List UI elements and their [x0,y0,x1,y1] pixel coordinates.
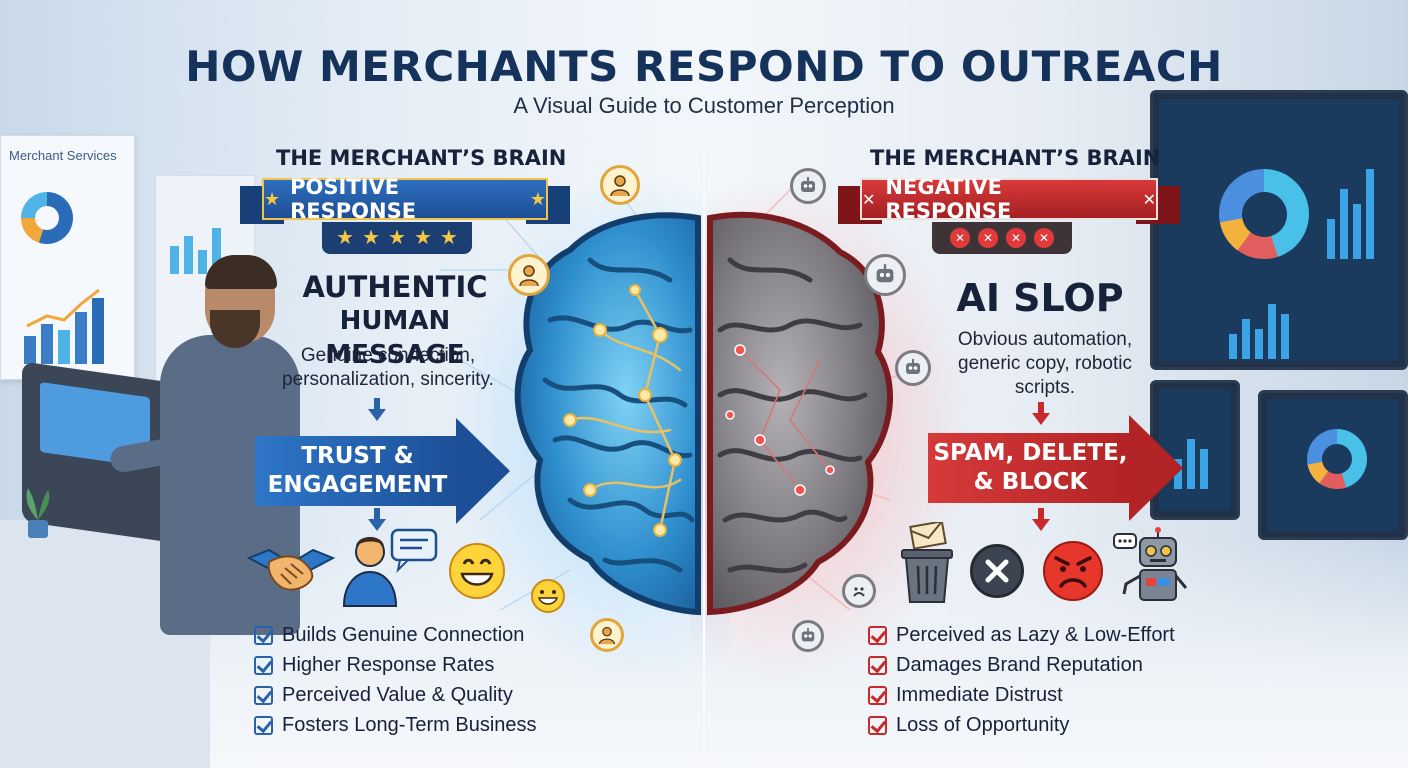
right-nodes [725,344,835,496]
star-icon: ★ [362,227,381,249]
positive-benefits-list: Builds Genuine Connection Higher Respons… [254,620,537,740]
x-circle-icon [970,544,1024,598]
robot-avatar-icon [792,620,824,652]
background-poster: Merchant Services [0,135,135,380]
right-hemisphere [707,211,894,616]
robot-avatar-icon [864,254,906,296]
background-monitor-3 [1258,390,1408,540]
checkbox-icon [868,625,887,645]
plant-icon [26,488,50,538]
checkbox-icon [254,655,273,675]
star-icon: ★ [388,227,406,249]
trust-arrow-line2: ENGAGEMENT [267,472,448,498]
handshake-icon [246,548,336,591]
x-circle-icon: ✕ [1006,228,1026,248]
main-title: HOW MERCHANTS RESPOND TO OUTREACH [185,42,1223,91]
center-divider [703,130,705,768]
x-circle-icon: ✕ [950,228,970,248]
star-icon: ★ [336,227,355,249]
ai-slop-heading: AI SLOP [956,276,1124,320]
user-avatar-icon [508,254,550,296]
smile-emoji-icon [449,543,505,599]
down-arrow-icon [368,508,386,531]
checkbox-icon [868,685,887,705]
positive-ribbon: ★ POSITIVE RESPONSE ★ [240,175,570,224]
left-brain-label: THE MERCHANT’S BRAIN [276,146,567,170]
list-item: Perceived Value & Quality [254,680,537,710]
authentic-description: Genuine connection, personalization, sin… [282,345,494,390]
robot-avatar-icon [895,350,931,386]
x-circle-icon: ✕ [978,228,998,248]
sad-face-icon [842,574,876,608]
right-folds [717,257,868,574]
robot-avatar-icon [790,168,826,204]
checkbox-icon [868,715,887,735]
positive-ribbon-label: POSITIVE RESPONSE [290,175,417,223]
negative-effects-list: Perceived as Lazy & Low-Effort Damages B… [868,620,1175,740]
four-x-rating: ✕ ✕ ✕ ✕ [932,222,1072,254]
subtitle: A Visual Guide to Customer Perception [513,93,895,118]
poster-bar-chart [24,288,104,364]
star-icon: ★ [439,227,458,249]
poster-donut-chart [21,192,73,244]
list-item: Fosters Long-Term Business [254,710,537,740]
checkbox-icon [254,715,273,735]
spam-arrow-line2: & BLOCK [973,469,1088,495]
negative-ribbon-label: NEGATIVE RESPONSE [885,175,1012,223]
five-star-rating: ★ ★ ★ ★ ★ [322,222,472,254]
spam-delete-block-arrow: SPAM, DELETE, & BLOCK [928,415,1183,521]
down-arrow-icon [368,398,386,421]
angry-emoji-icon [1043,541,1103,601]
user-avatar-icon [590,618,624,652]
background-person-hair [205,255,277,289]
x-icon: ✕ [862,189,876,209]
background-monitor-1 [1150,90,1408,370]
star-icon: ★ [264,188,281,210]
ai-slop-description: Obvious automation, generic copy, roboti… [957,329,1133,398]
right-brain-label: THE MERCHANT’S BRAIN [870,146,1161,170]
list-item: Perceived as Lazy & Low-Effort [868,620,1175,650]
checkbox-icon [254,685,273,705]
star-icon: ★ [413,227,432,249]
checkbox-icon [868,655,887,675]
list-item: Damages Brand Reputation [868,650,1175,680]
trust-arrow-line1: TRUST & [301,443,414,469]
user-avatar-icon [600,165,640,205]
authentic-heading: AUTHENTIC HUMAN MESSAGE [302,270,488,370]
smile-emoji-icon [531,579,565,613]
down-arrow-icon [1032,402,1050,425]
x-circle-icon: ✕ [1034,228,1054,248]
poster-title: Merchant Services [9,148,117,163]
poster2-bars [170,228,221,274]
left-nodes [563,284,682,537]
star-icon: ★ [529,188,546,210]
negative-ribbon: ✕ NEGATIVE RESPONSE ✕ [838,175,1180,224]
trust-engagement-arrow: TRUST & ENGAGEMENT [255,418,510,524]
person-chat-icon [342,528,438,607]
brain-illustration [440,179,921,616]
x-icon: ✕ [1142,189,1156,209]
list-item: Higher Response Rates [254,650,537,680]
list-item: Builds Genuine Connection [254,620,537,650]
spam-arrow-line1: SPAM, DELETE, [933,440,1128,466]
list-item: Immediate Distrust [868,680,1175,710]
trash-mail-icon [901,522,953,603]
list-item: Loss of Opportunity [868,710,1175,740]
robot-icon [1113,527,1188,601]
down-arrow-icon [1032,508,1050,531]
right-red-pathways [739,349,831,491]
checkbox-icon [254,625,273,645]
